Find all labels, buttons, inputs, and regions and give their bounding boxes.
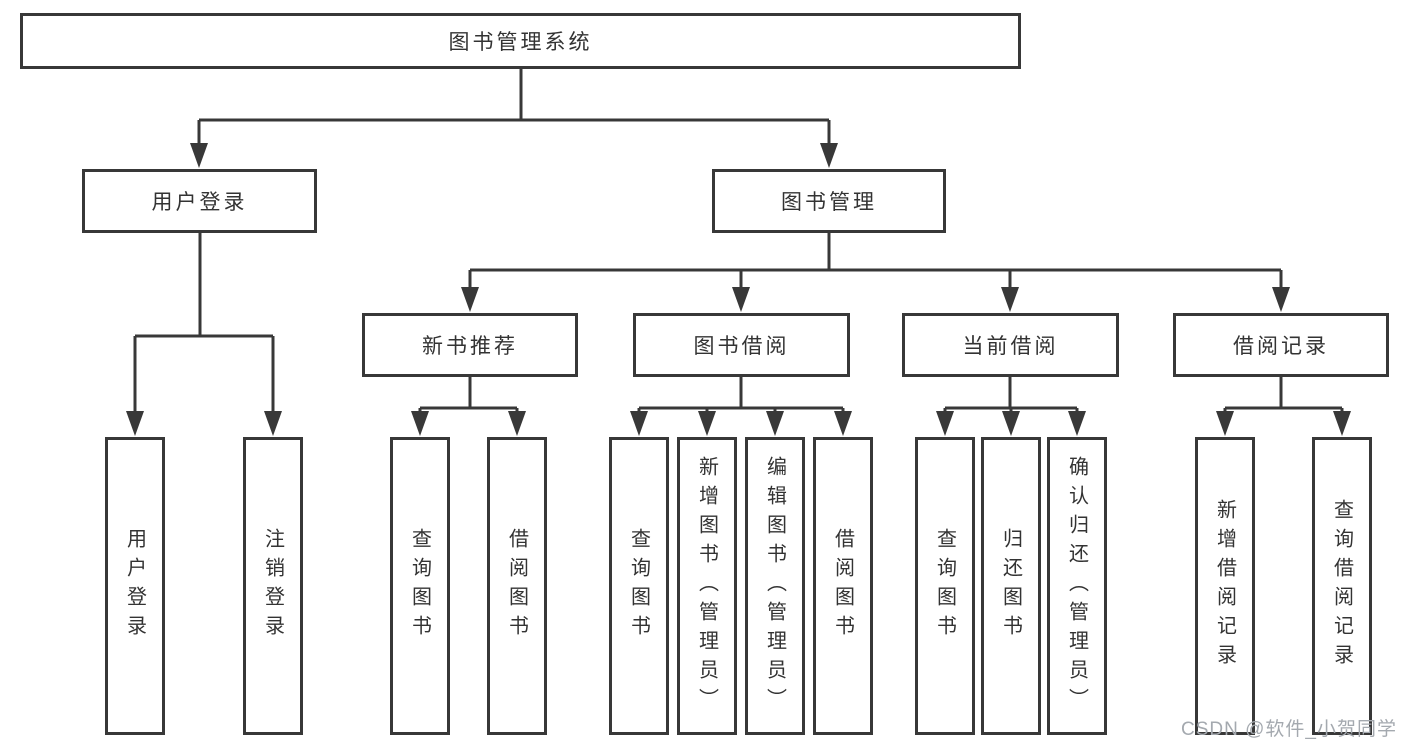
leaf-query-books-borrow: 查询图书 [609, 437, 669, 735]
leaf-query-books-recommend-label: 查询图书 [408, 528, 431, 644]
node-root: 图书管理系统 [20, 13, 1021, 69]
leaf-edit-books-admin-label: 编辑图书（管理员） [763, 455, 786, 717]
arrow-icon [936, 411, 954, 436]
leaf-add-borrow-record: 新增借阅记录 [1195, 437, 1255, 735]
node-current-borrow-label: 当前借阅 [962, 335, 1059, 358]
node-book-borrow-label: 图书借阅 [693, 335, 790, 358]
arrow-icon [630, 411, 648, 436]
arrow-icon [508, 411, 526, 436]
arrow-icon [1002, 411, 1020, 436]
node-book-management: 图书管理 [712, 169, 946, 233]
arrow-icon [732, 287, 750, 312]
leaf-query-books-current-label: 查询图书 [933, 528, 956, 644]
leaf-confirm-return-admin-label: 确认归还（管理员） [1065, 455, 1088, 717]
arrow-icon [1068, 411, 1086, 436]
node-user-login-label: 用户登录 [151, 191, 248, 214]
arrow-icon [190, 143, 208, 168]
arrow-icon [820, 143, 838, 168]
arrow-icon [264, 411, 282, 436]
leaf-return-books: 归还图书 [981, 437, 1041, 735]
leaf-logout-label: 注销登录 [261, 528, 284, 644]
csdn-watermark: CSDN @软件_小贺同学 [1181, 719, 1397, 740]
arrow-icon [1216, 411, 1234, 436]
arrow-icon [698, 411, 716, 436]
leaf-return-books-label: 归还图书 [999, 528, 1022, 644]
node-borrow-records: 借阅记录 [1173, 313, 1389, 377]
leaf-borrow-books: 借阅图书 [813, 437, 873, 735]
leaf-query-books-recommend: 查询图书 [390, 437, 450, 735]
leaf-add-books-admin-label: 新增图书（管理员） [695, 455, 718, 717]
leaf-user-login-label: 用户登录 [123, 528, 146, 644]
leaf-add-borrow-record-label: 新增借阅记录 [1213, 499, 1236, 673]
arrow-icon [461, 287, 479, 312]
node-user-login: 用户登录 [82, 169, 317, 233]
node-book-borrow: 图书借阅 [633, 313, 850, 377]
arrow-icon [126, 411, 144, 436]
leaf-logout: 注销登录 [243, 437, 303, 735]
node-current-borrow: 当前借阅 [902, 313, 1119, 377]
arrow-icon [1272, 287, 1290, 312]
leaf-user-login: 用户登录 [105, 437, 165, 735]
arrow-icon [1001, 287, 1019, 312]
leaf-confirm-return-admin: 确认归还（管理员） [1047, 437, 1107, 735]
arrow-icon [411, 411, 429, 436]
leaf-query-books-borrow-label: 查询图书 [627, 528, 650, 644]
leaf-query-borrow-record: 查询借阅记录 [1312, 437, 1372, 735]
connector-paths [133, 69, 1344, 412]
node-new-book-recommend-label: 新书推荐 [422, 335, 518, 358]
node-book-management-label: 图书管理 [781, 191, 877, 214]
arrow-icon [1333, 411, 1351, 436]
leaf-query-books-current: 查询图书 [915, 437, 975, 735]
leaf-edit-books-admin: 编辑图书（管理员） [745, 437, 805, 735]
leaf-query-borrow-record-label: 查询借阅记录 [1330, 499, 1353, 673]
arrow-icon [766, 411, 784, 436]
leaf-borrow-books-recommend-label: 借阅图书 [505, 528, 528, 644]
node-new-book-recommend: 新书推荐 [362, 313, 578, 377]
arrow-icon [834, 411, 852, 436]
leaf-borrow-books-recommend: 借阅图书 [487, 437, 547, 735]
node-borrow-records-label: 借阅记录 [1233, 335, 1329, 358]
arrowheads [126, 143, 1351, 436]
node-root-label: 图书管理系统 [448, 31, 593, 54]
leaf-borrow-books-label: 借阅图书 [831, 528, 854, 644]
leaf-add-books-admin: 新增图书（管理员） [677, 437, 737, 735]
